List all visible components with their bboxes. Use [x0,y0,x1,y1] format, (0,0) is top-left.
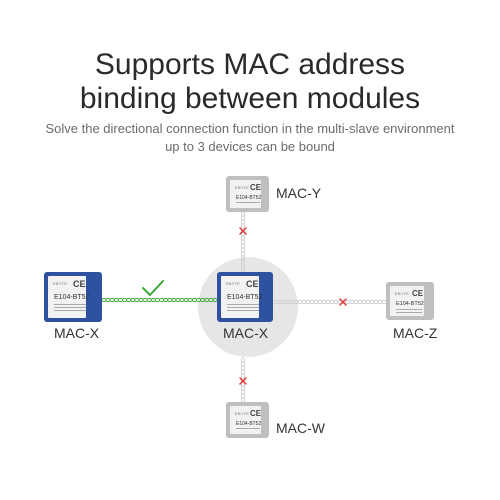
page-title-line1: Supports MAC address [94,48,406,81]
module-left: EBYTE CE E104-BT52 [44,272,102,322]
cross-icon [339,298,347,306]
page-title-line2: binding between modules [79,82,421,115]
blocked-link-top [240,211,246,273]
mac-label-top: MAC-Y [276,185,322,201]
bound-link-left [101,297,218,303]
module-model: E104-BT52 [236,195,262,201]
mac-label-left: MAC-X [54,325,100,341]
module-bottom: EBYTE CE E104-BT52 [226,402,269,438]
brand-logo: EBYTE [235,411,250,416]
module-top: EBYTE CE E104-BT52 [226,176,269,212]
ce-mark: CE [412,289,424,298]
brand-logo: EBYTE [53,281,68,286]
cross-icon [239,377,247,385]
module-model: E104-BT52 [54,294,90,301]
module-right: EBYTE CE E104-BT52 [386,282,434,320]
subtitle-line1: Solve the directional connection functio… [45,121,455,136]
brand-logo: EBYTE [235,185,250,190]
ce-mark: CE [246,279,259,289]
ce-mark: CE [250,183,262,192]
brand-logo: EBYTE [226,281,241,286]
module-center: EBYTE CE E104-BT52 [217,272,273,322]
check-icon [142,280,164,296]
cross-icon [239,227,247,235]
subtitle-line2: up to 3 devices can be bound [165,139,335,154]
ce-mark: CE [250,409,262,418]
mac-label-bottom: MAC-W [276,420,325,436]
mac-label-center: MAC-X [223,325,269,341]
ce-mark: CE [73,279,86,289]
mac-label-right: MAC-Z [393,325,438,341]
module-model: E104-BT52 [227,294,263,301]
module-model: E104-BT52 [396,301,424,307]
module-model: E104-BT52 [236,421,262,427]
blocked-link-right [273,299,387,305]
brand-logo: EBYTE [395,291,410,296]
